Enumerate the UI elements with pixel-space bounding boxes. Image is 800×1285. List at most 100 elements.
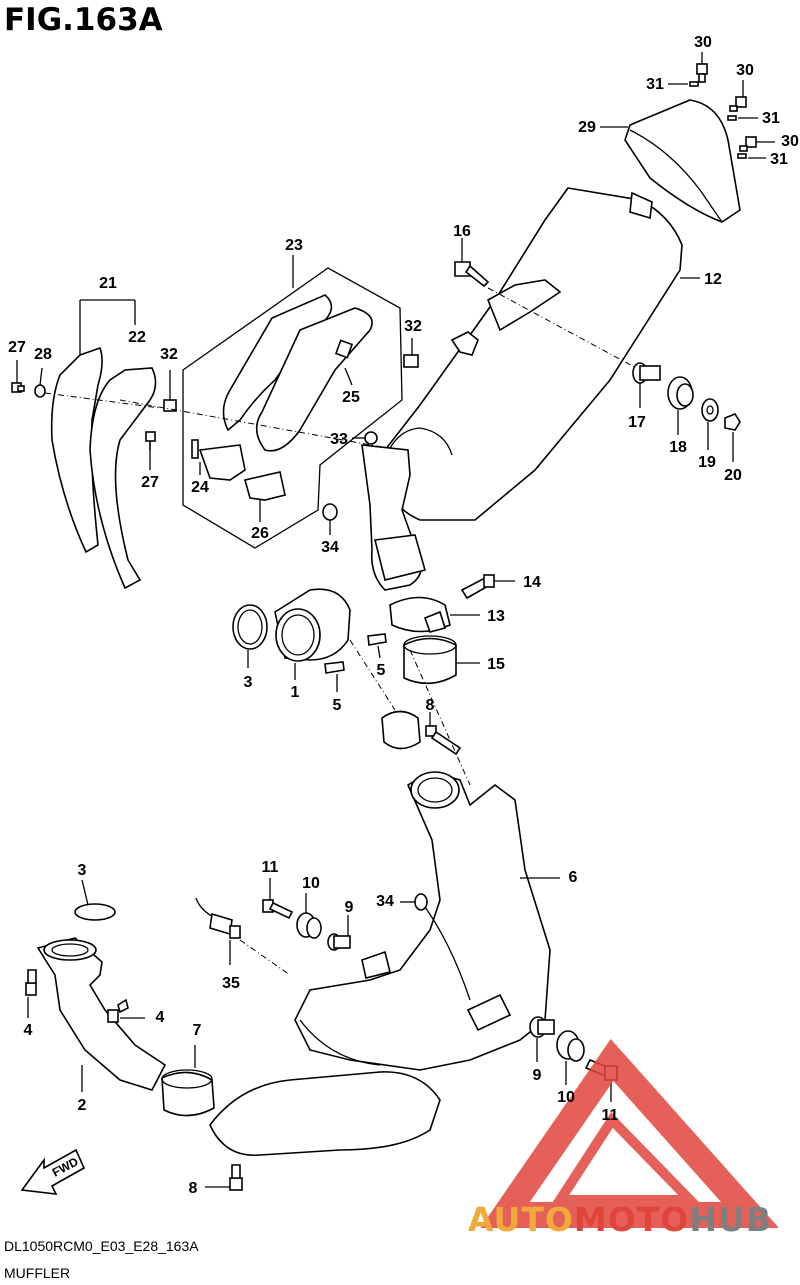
callout-c12: 12: [704, 271, 722, 288]
callout-c5b: 5: [333, 697, 342, 714]
bolt-30-mid: [729, 96, 747, 112]
bolt-27-upper: [11, 382, 25, 393]
callout-c27a: 27: [8, 339, 26, 356]
leader-25: [344, 367, 353, 386]
gasket-15: [403, 635, 457, 685]
callout-labels: 1233445567889910101111121314151617181920…: [8, 34, 799, 1197]
figure-title: FIG.163A: [4, 2, 163, 38]
callout-c22: 22: [128, 329, 146, 346]
callout-c30a: 30: [694, 34, 712, 51]
bolt-16: [454, 261, 490, 288]
callout-c19: 19: [698, 454, 716, 471]
callout-c3b: 3: [78, 862, 87, 879]
callout-c29: 29: [578, 119, 596, 136]
callout-c15: 15: [487, 656, 505, 673]
callout-c10b: 10: [557, 1089, 575, 1106]
collar-28: [34, 384, 46, 398]
washer-19: [701, 398, 719, 422]
washer-31-set: [689, 81, 747, 159]
callout-c31c: 31: [770, 151, 788, 168]
collar-9-upper: [327, 933, 351, 951]
automotohub-logo: [480, 1038, 779, 1228]
o2-sensor-35: [195, 897, 241, 939]
callout-c17: 17: [628, 414, 646, 431]
part-group-name: MUFFLER: [4, 1265, 71, 1281]
center-pipe-6: [209, 775, 551, 1157]
callout-c21: 21: [99, 275, 117, 292]
gasket-sleeve: [381, 710, 421, 750]
callout-c31b: 31: [762, 110, 780, 127]
axis-line-16: [487, 287, 641, 371]
callout-c18: 18: [669, 439, 687, 456]
callout-c13: 13: [487, 608, 505, 625]
callout-c9a: 9: [345, 899, 354, 916]
bolt-14: [460, 574, 495, 600]
bolt-5-b: [324, 661, 345, 674]
exhaust-pipe-2: [36, 937, 167, 1091]
nut-20: [724, 413, 741, 431]
callout-c9b: 9: [533, 1067, 542, 1084]
callout-c1: 1: [291, 684, 300, 701]
watermark-moto: MOTO: [573, 1200, 690, 1239]
grommet-34-upper: [322, 503, 338, 521]
callout-c5a: 5: [377, 662, 386, 679]
bolt-27-lower: [145, 431, 156, 450]
callout-c11b: 11: [602, 1107, 619, 1124]
axis-line-27: [44, 392, 161, 409]
callout-c28: 28: [34, 346, 52, 363]
axis-line-32: [119, 399, 411, 453]
callout-c11a: 11: [262, 859, 279, 876]
callout-c16: 16: [453, 223, 471, 240]
exhaust-pipe-flange-1: [274, 588, 351, 662]
callout-c26: 26: [251, 525, 269, 542]
leader-28: [39, 367, 43, 386]
callout-c30c: 30: [781, 133, 799, 150]
bolt-30-top: [696, 63, 708, 83]
callout-c20: 20: [724, 467, 742, 484]
watermark-hub: HUB: [689, 1200, 772, 1239]
axis-line-35: [239, 939, 291, 976]
callout-c4b: 4: [156, 1009, 165, 1026]
nut-33: [364, 431, 378, 445]
nut-32-right: [403, 354, 419, 368]
callout-c8a: 8: [426, 697, 435, 714]
leader-3b: [81, 879, 89, 906]
callout-c31a: 31: [646, 76, 664, 93]
rubber-10-lower: [556, 1030, 585, 1062]
clip-24: [191, 439, 199, 459]
heat-shield-23-frame: [182, 267, 403, 549]
bolt-11-upper: [262, 899, 294, 920]
callout-c24: 24: [191, 479, 209, 496]
callout-c7: 7: [193, 1022, 202, 1039]
sleeve-gasket-7: [161, 1069, 215, 1117]
callout-c6: 6: [569, 869, 578, 886]
bolt-4-left: [25, 969, 37, 996]
rubber-10-upper: [296, 912, 322, 939]
connector-pipe: [361, 444, 426, 591]
callout-c30b: 30: [736, 62, 754, 79]
clamp-ring: [410, 771, 460, 809]
callout-c34b: 34: [376, 893, 394, 910]
bolt-4-right: [107, 998, 129, 1023]
gasket-3-lower: [74, 903, 116, 921]
callout-c34a: 34: [321, 539, 339, 556]
callout-c35: 35: [222, 975, 240, 992]
bracket-26: [198, 444, 286, 501]
watermark-text: AUTOMOTOHUB: [468, 1200, 772, 1239]
callout-c4a: 4: [24, 1022, 33, 1039]
bolt-5-a: [367, 633, 387, 646]
watermark-auto: AUTO: [468, 1200, 574, 1239]
collar-9-lower: [529, 1016, 555, 1038]
heat-shield-25: [222, 294, 373, 452]
clamp-13: [389, 596, 451, 633]
callout-c33: 33: [330, 431, 348, 448]
callout-c14: 14: [523, 574, 541, 591]
bolt-8-lower: [229, 1164, 243, 1191]
gasket-3-upper: [232, 604, 268, 650]
end-cap-29: [624, 99, 741, 223]
bolt-30-low: [739, 136, 757, 152]
callout-c23: 23: [285, 237, 303, 254]
callout-c32a: 32: [160, 346, 178, 363]
callout-c27b: 27: [141, 474, 159, 491]
